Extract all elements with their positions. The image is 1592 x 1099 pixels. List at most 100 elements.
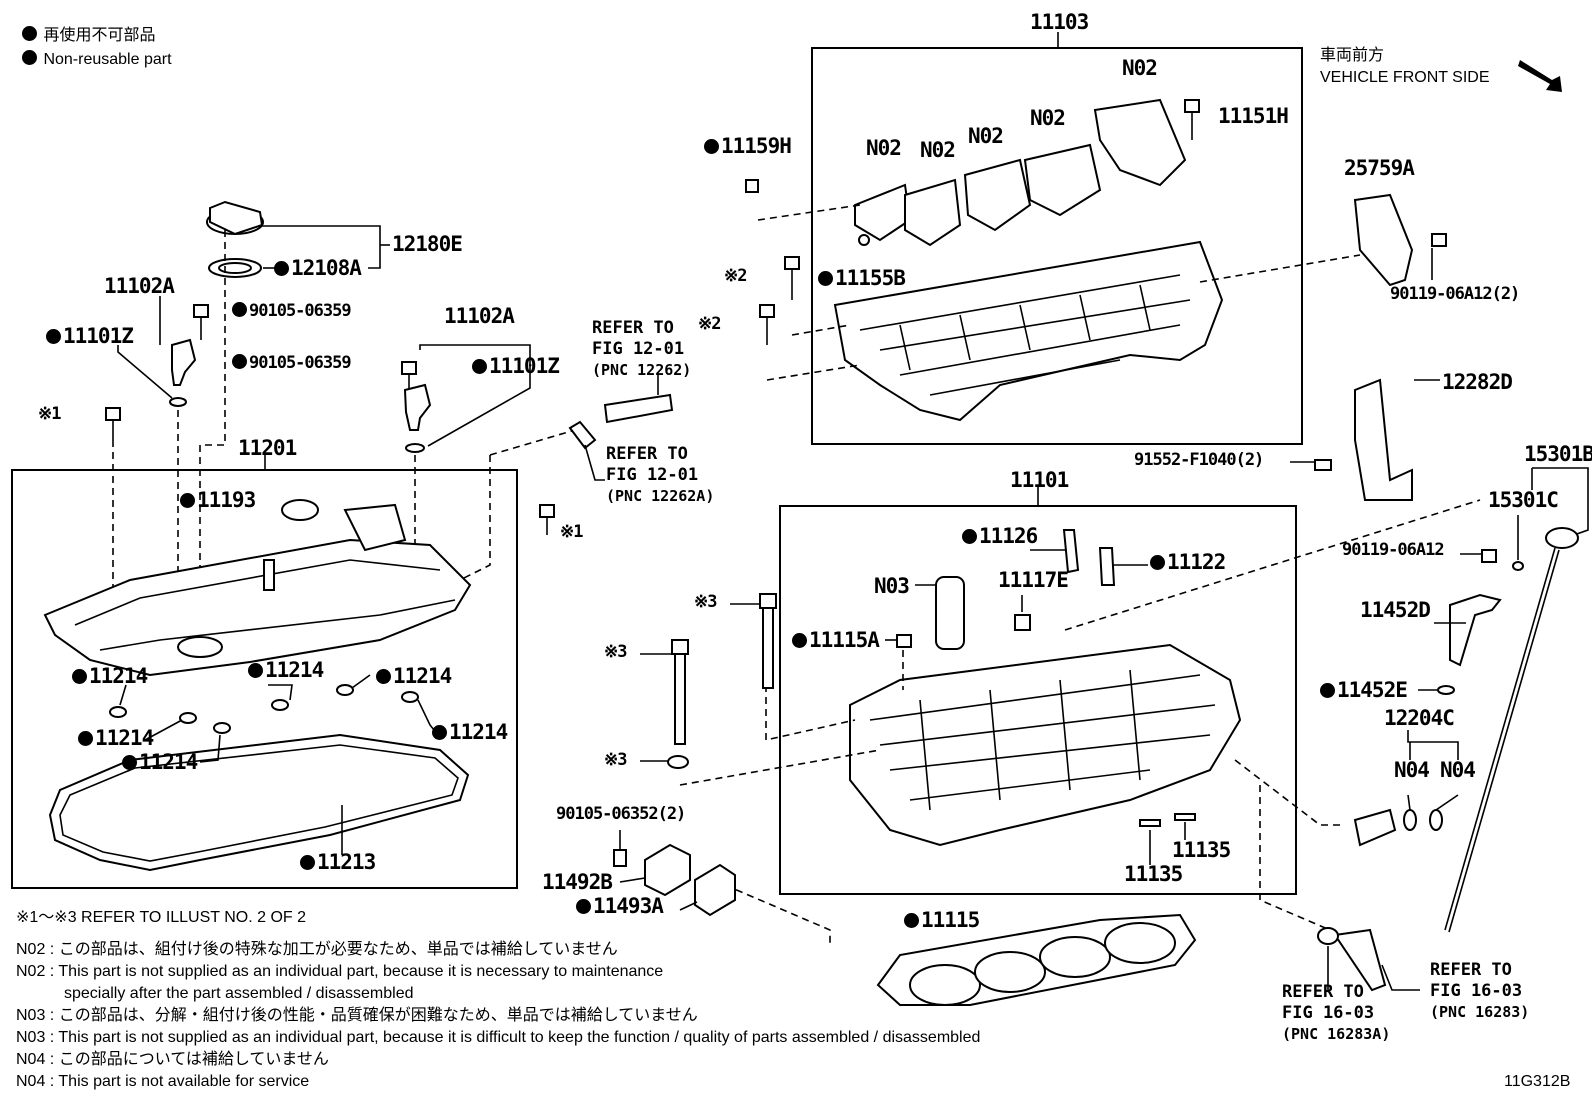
label-11214: 11214 xyxy=(432,720,508,744)
label-11193: 11193 xyxy=(180,488,256,512)
label-ref-x2: ※2 xyxy=(724,266,748,286)
vehicle-front-en: VEHICLE FRONT SIDE xyxy=(1320,69,1490,86)
refer-line: (PNC 12262) xyxy=(592,360,692,379)
label-15301c: 15301C xyxy=(1488,488,1559,512)
vehicle-front-jp: 車両前方 xyxy=(1320,47,1385,64)
label-12282d: 12282D xyxy=(1442,370,1513,394)
note-n03-jp: N03 : この部品は、分解・組付け後の性能・品質確保が困難なため、単品では補給… xyxy=(16,1007,698,1024)
refer-line: FIG 12-01 xyxy=(592,339,685,360)
oil-filler-cap xyxy=(206,200,264,278)
bullet-icon xyxy=(122,755,137,770)
label-11122: 11122 xyxy=(1150,550,1226,574)
note-n02-en-cont: specially after the part assembled / dis… xyxy=(64,985,414,1002)
label-text: 11155B xyxy=(835,266,906,290)
camshaft-housing xyxy=(833,240,1224,422)
head-bolts xyxy=(667,593,777,769)
label-text: 11115 xyxy=(921,908,980,932)
label-15301b: 15301B xyxy=(1524,442,1592,466)
bullet-icon xyxy=(180,493,195,508)
refer-fig-16-03-pnc-16283[interactable]: REFER TO FIG 16-03 (PNC 16283) xyxy=(1430,960,1529,1021)
label-11117e: 11117E xyxy=(998,568,1069,592)
refer-fig-12-01-pnc-12262a[interactable]: REFER TO FIG 12-01 (PNC 12262A) xyxy=(606,444,714,505)
cylinder-head xyxy=(849,643,1242,847)
refer-fig-16-03-pnc-16283a[interactable]: REFER TO FIG 16-03 (PNC 16283A) xyxy=(1282,982,1390,1043)
bullet-icon xyxy=(72,669,87,684)
label-n04: N04 xyxy=(1440,758,1476,782)
label-text: 11159H xyxy=(721,134,792,158)
label-n04: N04 xyxy=(1394,758,1430,782)
refer-line: FIG 16-03 xyxy=(1282,1003,1375,1024)
note-n03-en: N03 : This part is not supplied as an in… xyxy=(16,1029,981,1046)
label-text: 11193 xyxy=(197,488,256,512)
label-text: 11214 xyxy=(449,720,508,744)
label-ref-x1: ※1 xyxy=(560,522,584,542)
label-91552-f1040-2: 91552-F1040(2) xyxy=(1134,450,1264,470)
label-text: 11126 xyxy=(979,524,1038,548)
label-text: 12108A xyxy=(291,256,362,280)
note-n02-en: N02 : This part is not supplied as an in… xyxy=(16,963,664,980)
bullet-icon xyxy=(432,725,447,740)
label-text: 11214 xyxy=(139,750,198,774)
label-text: 90105-06359 xyxy=(249,301,352,321)
label-text: 11214 xyxy=(95,726,154,750)
label-text: 11101Z xyxy=(489,354,560,378)
label-ref-x2: ※2 xyxy=(698,314,722,334)
refer-line: (PNC 16283A) xyxy=(1282,1024,1391,1043)
label-12180e: 12180E xyxy=(392,232,463,256)
label-text: 11115A xyxy=(809,628,880,652)
legend-jp-text: 再使用不可部品 xyxy=(43,27,156,44)
bullet-icon xyxy=(376,669,391,684)
head-gasket xyxy=(876,913,1197,1006)
refer-line: (PNC 12262A) xyxy=(606,486,715,505)
label-11135: 11135 xyxy=(1124,862,1183,886)
label-90119-06a12: 90119-06A12 xyxy=(1342,540,1445,560)
label-text: 11214 xyxy=(89,664,148,688)
note-n04-jp: N04 : この部品については補給していません xyxy=(16,1051,329,1068)
label-11103: 11103 xyxy=(1030,10,1089,34)
legend-jp: 再使用不可部品 xyxy=(22,26,155,44)
bullet-icon xyxy=(232,302,247,317)
label-11452e: 11452E xyxy=(1320,680,1408,701)
note-n04-en: N04 : This part is not available for ser… xyxy=(16,1073,310,1090)
label-12204c: 12204C xyxy=(1384,706,1455,730)
oil-pipe xyxy=(568,393,674,450)
legend-en-text: Non-reusable part xyxy=(43,51,172,68)
bullet-icon xyxy=(472,359,487,374)
front-direction-arrow xyxy=(1518,60,1562,92)
label-n03: N03 xyxy=(874,574,910,598)
label-11159h: 11159H xyxy=(704,134,792,158)
bullet-icon xyxy=(274,261,289,276)
label-text: 90105-06359 xyxy=(249,353,352,373)
head-small-parts xyxy=(896,529,1196,827)
label-ref-x3: ※3 xyxy=(604,642,628,662)
head-cover-gasket xyxy=(48,733,470,872)
label-11102a: 11102A xyxy=(444,304,515,328)
label-n02: N02 xyxy=(1122,56,1158,80)
bullet-icon xyxy=(792,633,807,648)
label-11214: 11214 xyxy=(72,664,148,688)
camshaft-housing-frame xyxy=(811,47,1303,445)
label-n02: N02 xyxy=(968,124,1004,148)
label-n02: N02 xyxy=(920,138,956,162)
label-text: 11213 xyxy=(317,850,376,874)
bullet-icon xyxy=(248,663,263,678)
refer-line: REFER TO xyxy=(1282,982,1364,1002)
label-11214: 11214 xyxy=(122,750,198,774)
refer-fig-12-01-pnc-12262[interactable]: REFER TO FIG 12-01 (PNC 12262) xyxy=(592,318,691,379)
label-90105-06352-2: 90105-06352(2) xyxy=(556,804,686,824)
bullet-icon xyxy=(22,50,37,65)
label-11101z: 11101Z xyxy=(472,354,560,378)
label-11126: 11126 xyxy=(962,524,1038,548)
bullet-icon xyxy=(232,354,247,369)
cover-plate xyxy=(613,843,736,917)
label-11214: 11214 xyxy=(78,726,154,750)
label-11135: 11135 xyxy=(1172,838,1231,862)
refer-line: REFER TO xyxy=(1430,960,1512,980)
label-11102a: 11102A xyxy=(104,274,175,298)
refer-line: FIG 12-01 xyxy=(606,465,699,486)
label-11155b: 11155B xyxy=(818,266,906,290)
label-text: 11122 xyxy=(1167,550,1226,574)
label-text: 11101Z xyxy=(63,324,134,348)
label-11492b: 11492B xyxy=(542,870,613,894)
